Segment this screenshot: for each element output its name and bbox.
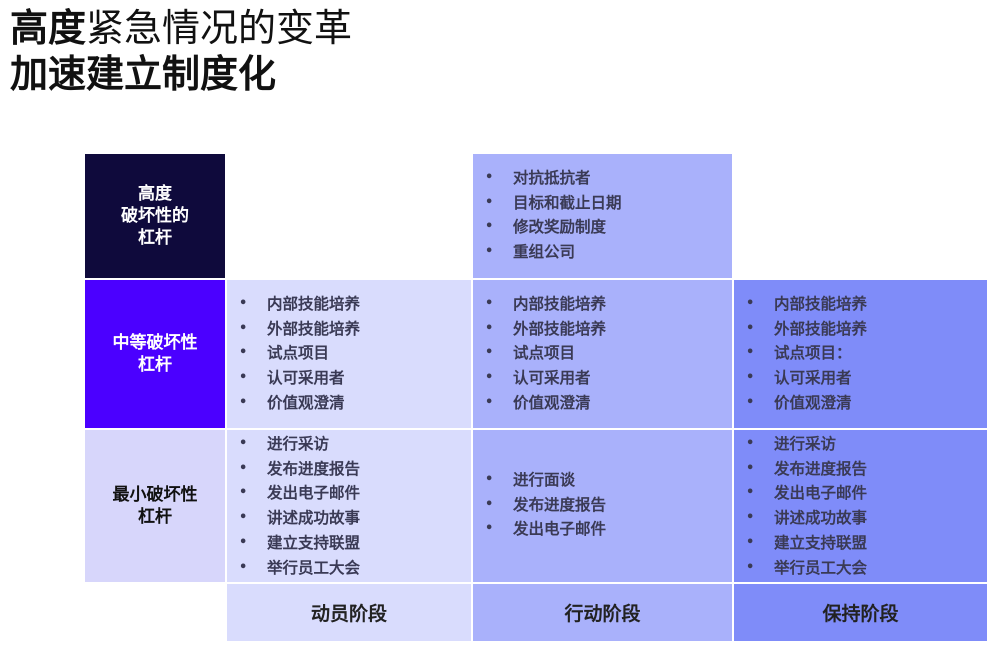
row-label-high: 高度 破坏性的 杠杆 [85,154,225,278]
list-item: 内部技能培养 [239,292,465,317]
list-item: 试点项目： [746,341,981,366]
list-item: 发出电子邮件 [746,481,981,506]
list-item: 外部技能培养 [239,317,465,342]
list-item: 对抗抵抗者 [485,166,726,191]
cell-min-mobilize: 进行采访 发布进度报告 发出电子邮件 讲述成功故事 建立支持联盟 举行员工大会 [227,430,471,582]
list-item: 发布进度报告 [239,457,465,482]
list-item: 外部技能培养 [746,317,981,342]
list-item: 进行采访 [746,432,981,457]
list-item: 讲述成功故事 [239,506,465,531]
list-item: 认可采用者 [746,366,981,391]
list-item: 建立支持联盟 [239,531,465,556]
list-item: 进行采访 [239,432,465,457]
list-item: 外部技能培养 [485,317,726,342]
list-item: 价值观澄清 [239,391,465,416]
list-item: 进行面谈 [485,468,726,493]
page-title-line1: 高度紧急情况的变革 [10,6,352,50]
cell-mid-sustain: 内部技能培养 外部技能培养 试点项目： 认可采用者 价值观澄清 [734,280,987,428]
phase-action: 行动阶段 [473,584,732,641]
list-item: 重组公司 [485,240,726,265]
list-item: 价值观澄清 [746,391,981,416]
list-item: 举行员工大会 [746,556,981,581]
list-item: 发布进度报告 [746,457,981,482]
list-item: 举行员工大会 [239,556,465,581]
list-item: 内部技能培养 [746,292,981,317]
list-item: 认可采用者 [239,366,465,391]
cell-high-action: 对抗抵抗者 目标和截止日期 修改奖励制度 重组公司 [473,154,732,278]
cell-mid-action: 内部技能培养 外部技能培养 试点项目 认可采用者 价值观澄清 [473,280,732,428]
list-item: 讲述成功故事 [746,506,981,531]
list-item: 发出电子邮件 [239,481,465,506]
title-emphasis: 高度 [10,6,87,50]
page-title-line2: 加速建立制度化 [10,52,277,96]
cell-mid-mobilize: 内部技能培养 外部技能培养 试点项目 认可采用者 价值观澄清 [227,280,471,428]
list-item: 修改奖励制度 [485,215,726,240]
row-label-min: 最小破坏性 杠杆 [85,430,225,582]
cell-min-sustain: 进行采访 发布进度报告 发出电子邮件 讲述成功故事 建立支持联盟 举行员工大会 [734,430,987,582]
list-item: 目标和截止日期 [485,191,726,216]
list-item: 试点项目 [485,341,726,366]
phase-mobilize: 动员阶段 [227,584,471,641]
row-label-mid: 中等破坏性 杠杆 [85,280,225,428]
list-item: 发出电子邮件 [485,517,726,542]
list-item: 认可采用者 [485,366,726,391]
list-item: 建立支持联盟 [746,531,981,556]
list-item: 价值观澄清 [485,391,726,416]
list-item: 内部技能培养 [485,292,726,317]
cell-min-action: 进行面谈 发布进度报告 发出电子邮件 [473,430,732,582]
list-item: 发布进度报告 [485,493,726,518]
list-item: 试点项目 [239,341,465,366]
phase-sustain: 保持阶段 [734,584,987,641]
title-rest: 紧急情况的变革 [86,6,353,50]
